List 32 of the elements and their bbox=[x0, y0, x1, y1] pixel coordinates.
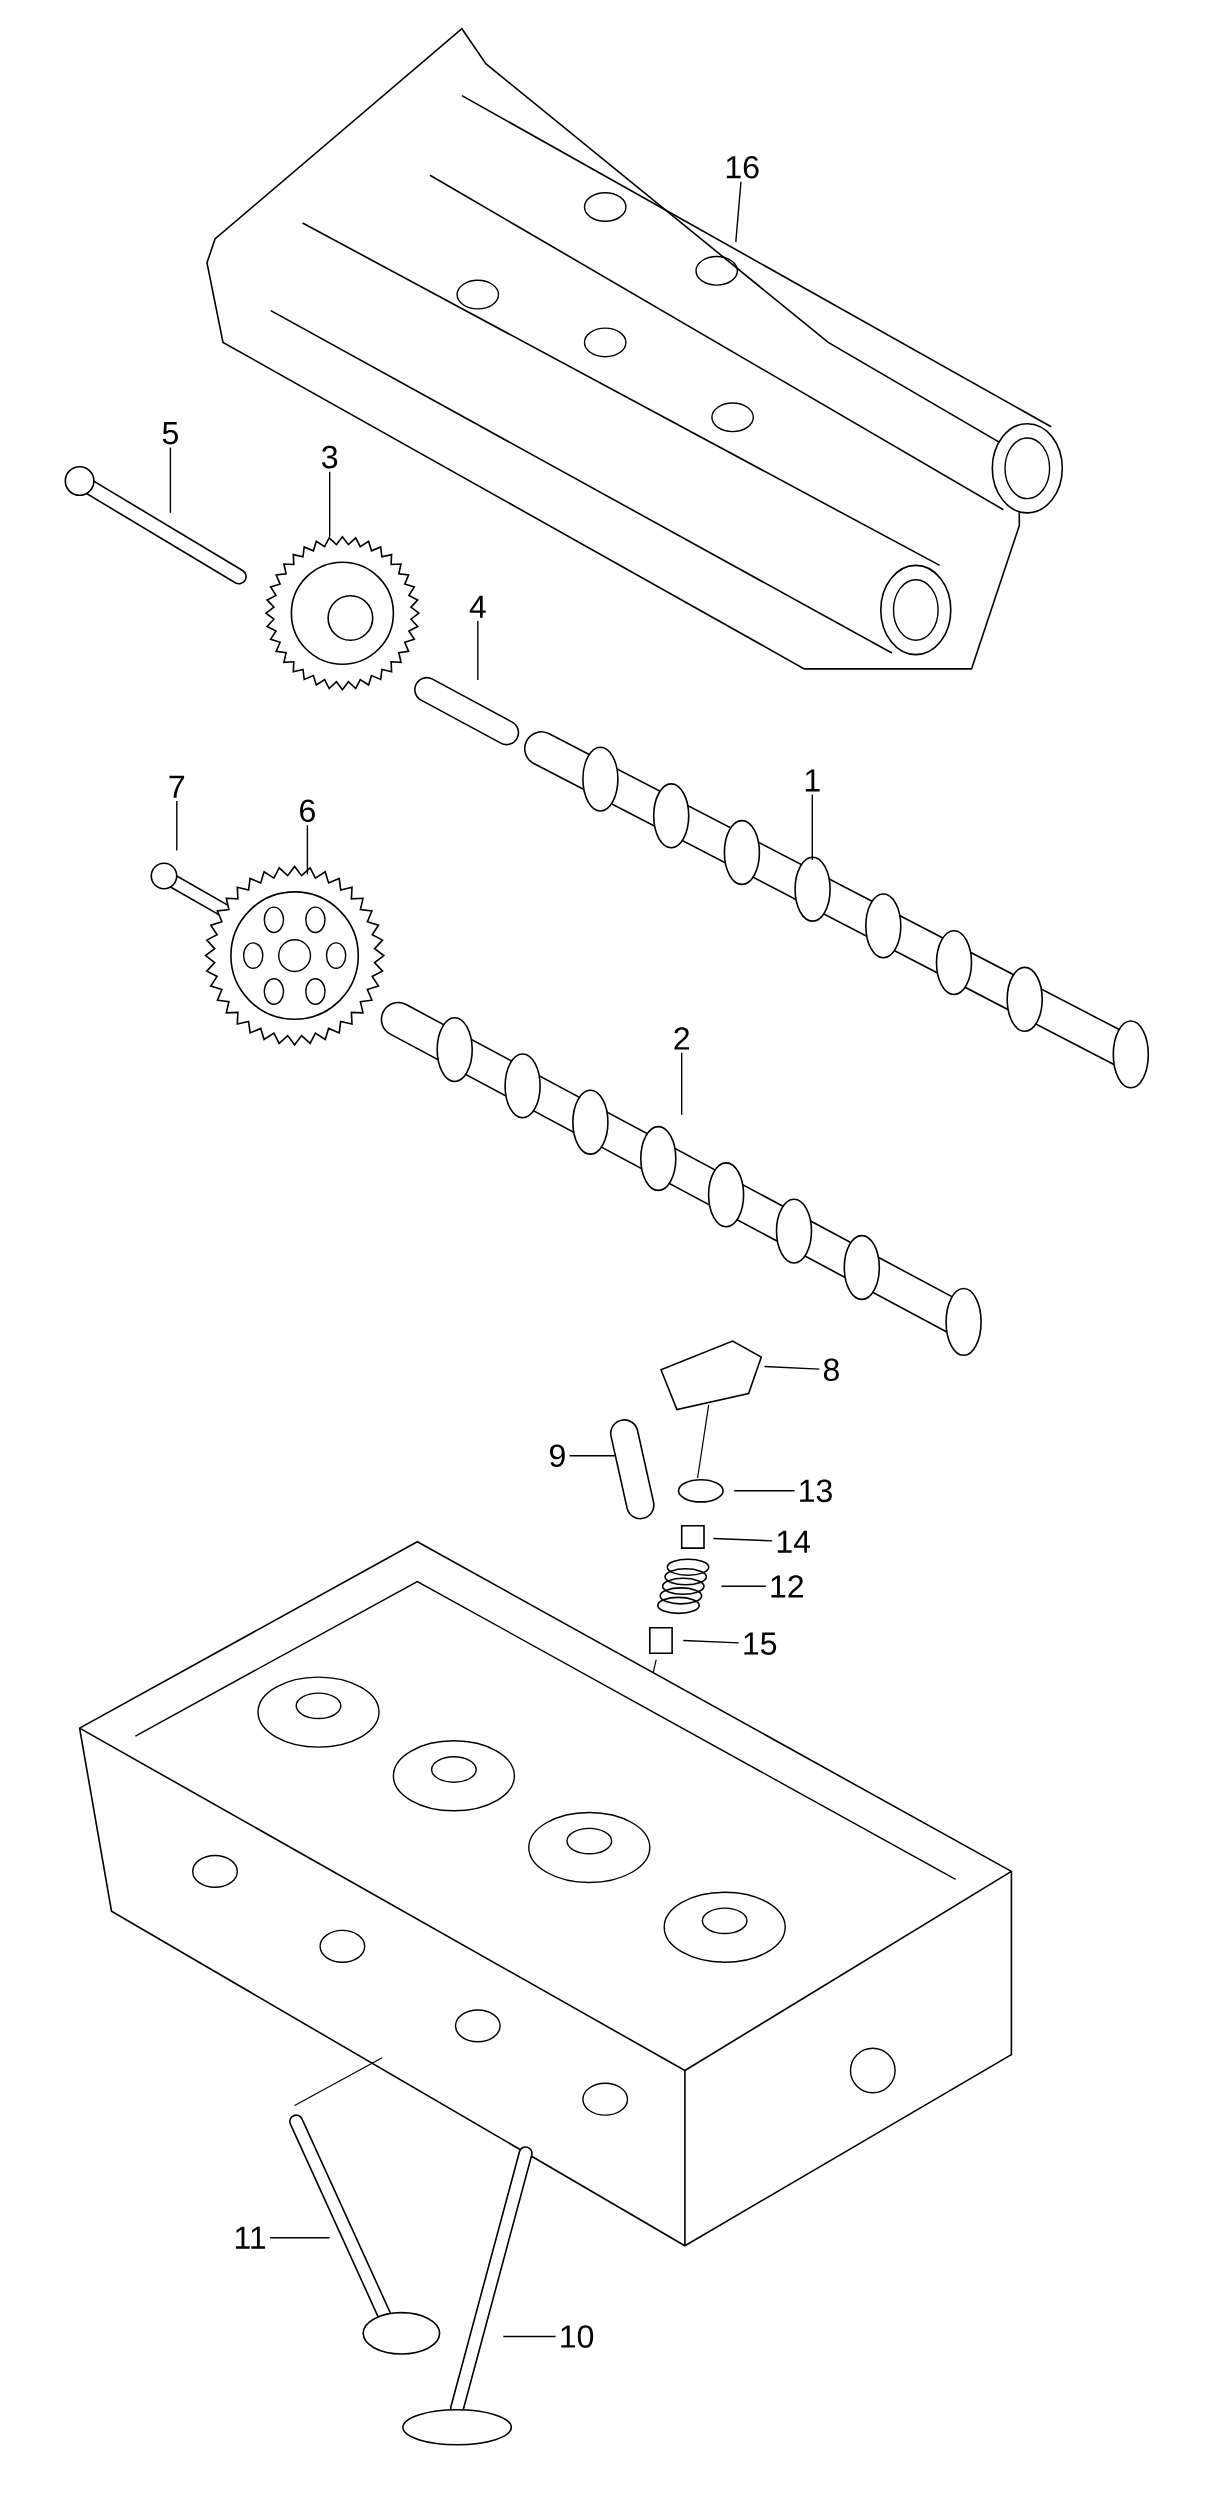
leader-line bbox=[568, 1455, 616, 1457]
leader-line bbox=[176, 800, 178, 852]
callout-number: 16 bbox=[726, 155, 759, 179]
leader-line bbox=[712, 1537, 773, 1542]
callout-number: 10 bbox=[561, 2325, 594, 2348]
callout-number: 13 bbox=[800, 1479, 832, 1503]
leader-line bbox=[735, 181, 742, 243]
leader-line bbox=[269, 2237, 331, 2239]
leader-line bbox=[306, 824, 309, 876]
leader-line bbox=[763, 1365, 820, 1370]
leader-line bbox=[681, 1052, 683, 1116]
leader-line bbox=[477, 620, 479, 681]
callout-number: 5 bbox=[162, 422, 178, 445]
callout-number: 2 bbox=[674, 1027, 689, 1050]
callout-number: 3 bbox=[322, 445, 338, 469]
leader-line bbox=[169, 446, 172, 514]
callout-number: 6 bbox=[300, 799, 315, 823]
callout-number: 7 bbox=[169, 775, 185, 798]
leader-line bbox=[682, 1639, 740, 1644]
leader-line bbox=[720, 1585, 767, 1587]
leader-line bbox=[811, 793, 813, 861]
callout-number: 4 bbox=[469, 595, 486, 618]
callout-number: 8 bbox=[823, 1358, 839, 1382]
leader-line bbox=[733, 1490, 796, 1492]
callout-number: 9 bbox=[550, 1444, 565, 1468]
callout-number: 1 bbox=[805, 769, 820, 792]
callout-number: 14 bbox=[777, 1530, 811, 1553]
leader-line bbox=[502, 2335, 557, 2338]
callout-number: 11 bbox=[235, 2226, 266, 2249]
leader-line bbox=[329, 470, 331, 538]
callout-number: 12 bbox=[771, 1575, 803, 1598]
callout-number: 15 bbox=[744, 1632, 777, 1655]
